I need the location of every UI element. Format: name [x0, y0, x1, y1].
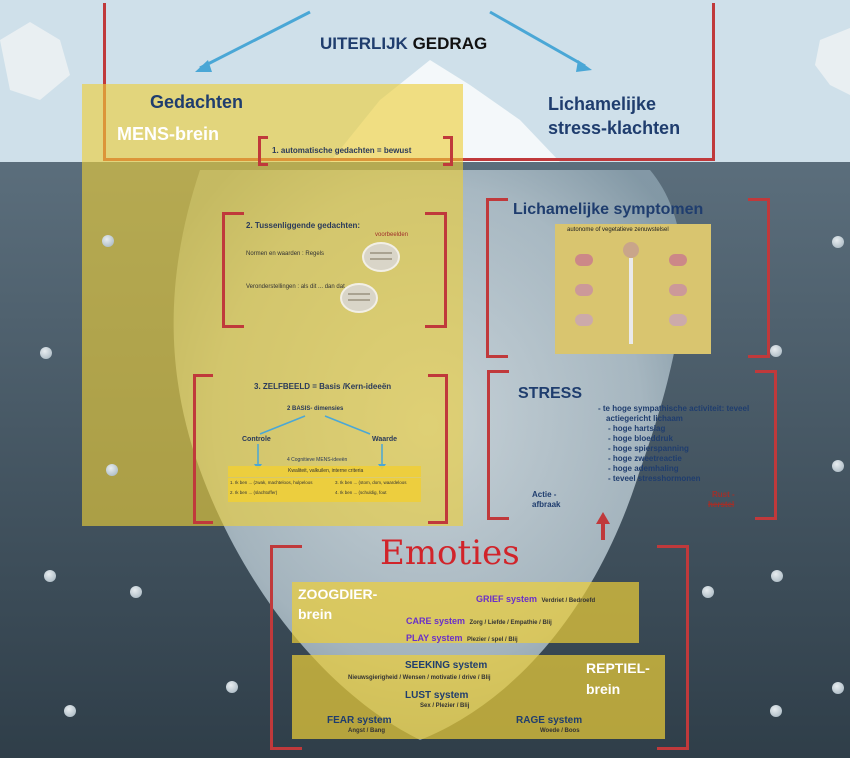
seeking-system: SEEKING system	[405, 660, 488, 671]
thoughts-title: Gedachten	[150, 92, 244, 112]
bubble-dot	[832, 236, 844, 248]
reptile-label-1: REPTIEL-	[586, 660, 650, 676]
spine-icon	[629, 258, 633, 344]
dimension-arrows	[259, 415, 371, 435]
play-row: PLAY system Plezier / spel / Blij	[406, 633, 518, 643]
ideas-table	[228, 478, 421, 502]
rest-label: Rust -	[712, 490, 735, 499]
nervous-system-chart: autonome of vegetatieve zenuwstelsel	[555, 224, 711, 354]
cognitive-ideas: 4 Cognitieve MENS-ideeën	[287, 457, 348, 463]
arrow-right	[489, 10, 586, 68]
action-label: Actie -	[532, 490, 557, 499]
body-complaints-title-1: Lichamelijke	[548, 94, 657, 114]
basic-dimensions: 2 BASIS- dimensies	[287, 406, 344, 412]
body-complaints-title-2: stress-klachten	[548, 118, 681, 138]
between-thoughts-title: 2. Tussenliggende gedachten:	[246, 221, 361, 230]
bubble-dot	[40, 347, 52, 359]
example-bubble-2	[340, 283, 378, 313]
mammal-label-1: ZOOGDIER-	[298, 586, 378, 602]
value-label: Waarde	[372, 436, 398, 443]
bubble-dot	[64, 705, 76, 717]
auto-thoughts-text: 1. automatische gedachten = bewust	[272, 146, 412, 155]
reptile-label-2: brein	[586, 681, 621, 697]
human-brain-label: MENS-brein	[117, 124, 220, 144]
assumptions-bullet: Veronderstellingen : als dit ... dan dat	[246, 284, 345, 290]
stress-title: STRESS	[518, 385, 583, 402]
breakdown-label: afbraak	[532, 500, 561, 509]
down-arrows	[254, 444, 386, 470]
bubble-dot	[832, 682, 844, 694]
thoughts-panel	[82, 84, 463, 526]
control-label: Controle	[242, 436, 271, 443]
fear-system: FEAR system	[327, 715, 392, 726]
example-bubble-1	[362, 242, 400, 272]
bubble-dot	[702, 586, 714, 598]
ice-chunk-right	[815, 28, 850, 95]
chart-caption: autonome of vegetatieve zenuwstelsel	[567, 227, 669, 233]
bubble-dot	[106, 464, 118, 476]
grief-row: GRIEF system Verdriet / Bedroefd	[476, 594, 596, 604]
bubble-dot	[102, 235, 114, 247]
norms-bullet: Normen en waarden : Regels	[246, 251, 325, 257]
self-image-title: 3. ZELFBEELD = Basis /Kern-ideeën	[254, 382, 392, 391]
examples-tag: voorbeelden	[375, 232, 409, 238]
bubble-dot	[130, 586, 142, 598]
top-title: UITERLIJK GEDRAG	[320, 34, 487, 54]
bubble-dot	[226, 681, 238, 693]
rage-system: RAGE system	[516, 715, 583, 726]
care-system: CARE system	[406, 616, 466, 626]
care-row: CARE system Zorg / Liefde / Empathie / B…	[406, 616, 552, 626]
lust-system: LUST system	[405, 690, 469, 701]
title-part-2: GEDRAG	[412, 34, 488, 53]
reptile-brain-panel	[292, 655, 665, 739]
mammal-brain-panel	[292, 582, 639, 643]
bubble-dot	[770, 705, 782, 717]
bubble-dot	[770, 345, 782, 357]
ice-chunk-left	[0, 22, 70, 100]
emotions-title: Emoties	[380, 533, 520, 573]
brain-icon	[623, 242, 639, 258]
title-part-1: UITERLIJK	[320, 34, 408, 53]
grief-system: GRIEF system	[476, 594, 538, 604]
bubble-dot	[771, 570, 783, 582]
bubble-dot	[44, 570, 56, 582]
stress-list: - te hoge sympathische activiteit: tevee…	[598, 404, 750, 483]
symptoms-title: Lichamelijke symptomen	[513, 201, 704, 218]
bubble-dot	[832, 460, 844, 472]
qualities-text: Kwaliteit, valkuilen, interne criteria	[288, 468, 364, 474]
arrow-left	[199, 10, 311, 70]
mammal-label-2: brein	[298, 606, 333, 622]
recovery-label: herstel	[708, 500, 735, 509]
play-system: PLAY system	[406, 633, 463, 643]
qualities-band	[228, 466, 421, 477]
